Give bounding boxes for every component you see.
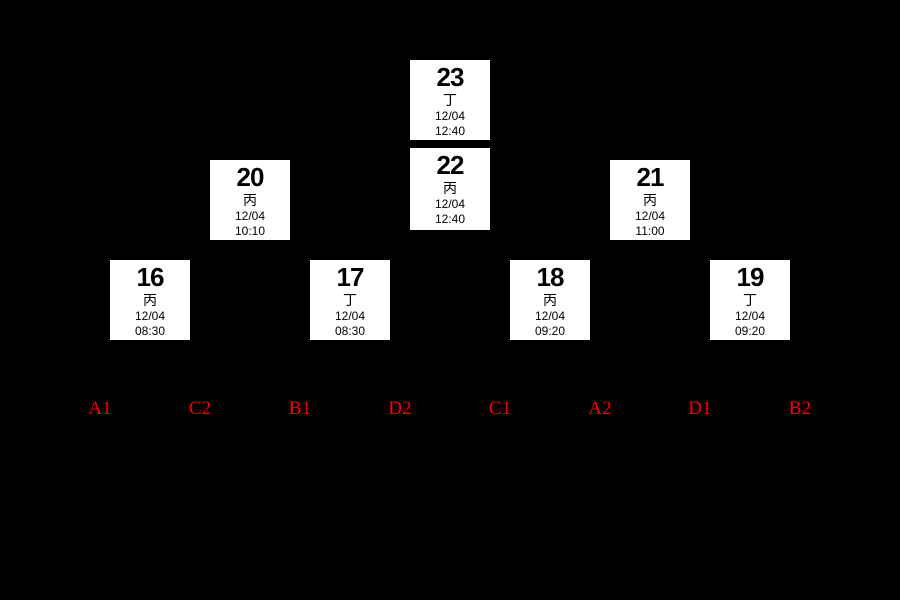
match-group: 丙 — [543, 292, 557, 308]
match-time: 08:30 — [134, 324, 166, 338]
match-number: 16 — [136, 262, 165, 292]
seed-label-a1: A1 — [88, 398, 112, 419]
match-time: 09:20 — [534, 324, 566, 338]
match-date: 12/04 — [334, 309, 366, 323]
match-box-16: 16 丙 12/04 08:30 — [110, 260, 190, 340]
seed-label-b1: B1 — [288, 398, 312, 419]
seed-label-d2: D2 — [388, 398, 412, 419]
match-box-20: 20 丙 12/04 10:10 — [210, 160, 290, 240]
match-date: 12/04 — [534, 309, 566, 323]
match-group: 丙 — [643, 192, 657, 208]
match-date: 12/04 — [634, 209, 666, 223]
match-box-17: 17 丁 12/04 08:30 — [310, 260, 390, 340]
match-date: 12/04 — [734, 309, 766, 323]
seed-label-a2: A2 — [588, 398, 612, 419]
match-group: 丁 — [443, 92, 457, 108]
match-box-21: 21 丙 12/04 11:00 — [610, 160, 690, 240]
match-group: 丙 — [443, 180, 457, 196]
match-date: 12/04 — [134, 309, 166, 323]
match-number: 21 — [636, 162, 665, 192]
match-date: 12/04 — [434, 109, 466, 123]
match-group: 丁 — [343, 292, 357, 308]
match-time: 08:30 — [334, 324, 366, 338]
match-time: 09:20 — [734, 324, 766, 338]
seed-label-b2: B2 — [788, 398, 812, 419]
match-box-22: 22 丙 12/04 12:40 — [410, 148, 490, 230]
match-time: 12:40 — [434, 212, 466, 226]
match-time: 11:00 — [635, 224, 665, 238]
match-number: 22 — [436, 150, 465, 180]
match-date: 12/04 — [434, 197, 466, 211]
match-group: 丁 — [743, 292, 757, 308]
match-number: 17 — [336, 262, 365, 292]
match-time: 10:10 — [234, 224, 266, 238]
match-group: 丙 — [143, 292, 157, 308]
match-box-19: 19 丁 12/04 09:20 — [710, 260, 790, 340]
seed-label-c1: C1 — [488, 398, 512, 419]
match-box-23: 23 丁 12/04 12:40 — [410, 60, 490, 140]
match-number: 20 — [236, 162, 265, 192]
match-number: 23 — [436, 62, 465, 92]
match-date: 12/04 — [234, 209, 266, 223]
seed-label-c2: C2 — [188, 398, 212, 419]
match-box-18: 18 丙 12/04 09:20 — [510, 260, 590, 340]
match-number: 19 — [736, 262, 765, 292]
match-time: 12:40 — [434, 124, 466, 138]
match-number: 18 — [536, 262, 565, 292]
match-group: 丙 — [243, 192, 257, 208]
seed-label-d1: D1 — [688, 398, 712, 419]
